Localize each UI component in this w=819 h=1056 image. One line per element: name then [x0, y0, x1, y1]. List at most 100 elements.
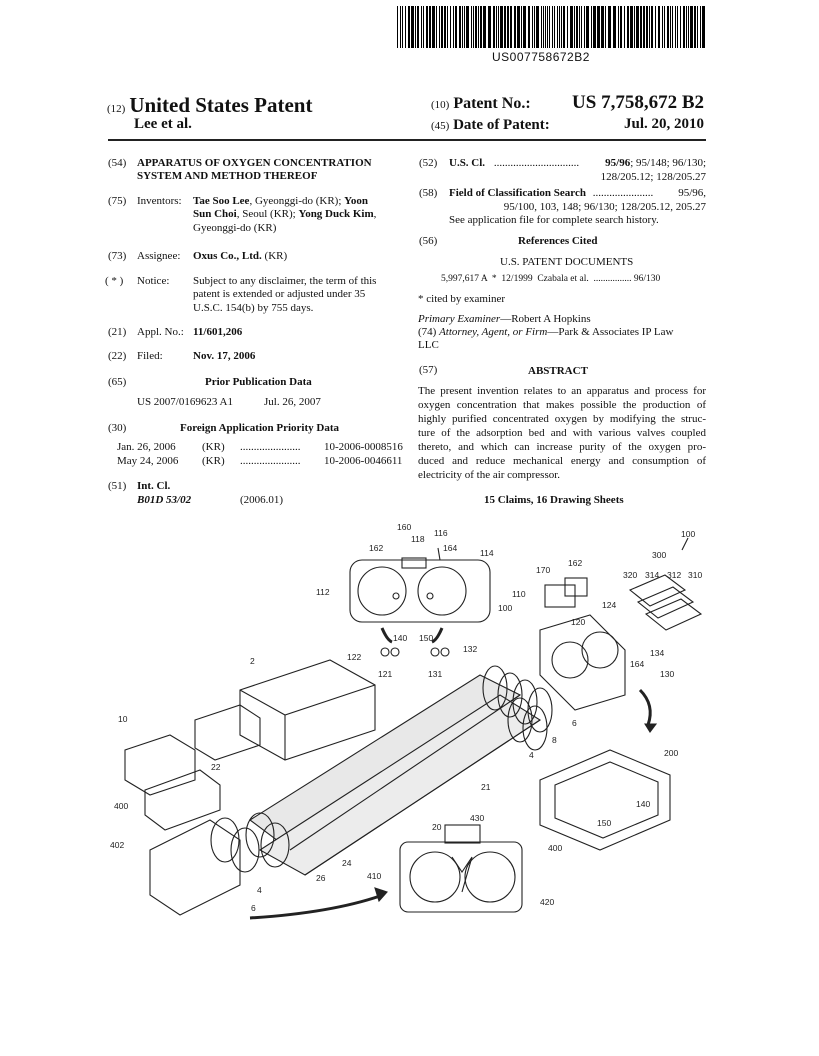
refs-heading: References Cited	[518, 235, 598, 247]
inventors-line: Gyeonggi-do (KR)	[193, 221, 277, 234]
ref-label-8: 8	[552, 735, 557, 745]
abstract-line: electricity of the air compressor.	[418, 469, 561, 481]
prior-heading: Prior Publication Data	[205, 376, 312, 388]
ref-label-4: 4	[529, 750, 534, 760]
ref-label-134: 134	[650, 648, 665, 658]
prior-date: Jul. 26, 2007	[264, 396, 321, 408]
ref-label-100: 100	[681, 529, 696, 539]
ref-label-6: 6	[251, 903, 256, 913]
ref-label-150: 150	[419, 633, 434, 643]
title-line: SYSTEM AND METHOD THEREOF	[137, 170, 318, 183]
title-line: APPARATUS OF OXYGEN CONCENTRATION	[137, 157, 372, 169]
inventors-line: Tae Soo Lee, Gyeonggi-do (KR); Yoon	[193, 195, 368, 207]
date-line: (45) Date of Patent:	[431, 117, 550, 133]
agent: (74) Attorney, Agent, or Firm—Park & Ass…	[418, 326, 674, 352]
foreign-row: May 24, 2006(KR)......................10…	[117, 455, 403, 467]
filed-code: (22)	[108, 350, 127, 362]
ref-label-122: 122	[347, 652, 362, 662]
ref-label-314: 314	[645, 570, 660, 580]
assignee-code: (73)	[108, 250, 127, 262]
top-tab	[401, 557, 427, 569]
housing-port-right	[417, 566, 467, 616]
ref-label-116: 116	[434, 528, 448, 538]
abstract-line: oxygen concentration that makes possible…	[418, 399, 706, 411]
ref-label-400: 400	[114, 801, 129, 811]
abstract-heading: ABSTRACT	[528, 365, 588, 377]
intcl-year: (2006.01)	[240, 494, 284, 506]
ref-label-410: 410	[367, 871, 382, 881]
notice-line: Subject to any disclaimer, the term of t…	[193, 275, 377, 287]
refs-code: (56)	[419, 235, 438, 247]
ref-label-114: 114	[480, 548, 494, 558]
inventor-short: Lee et al.	[134, 116, 192, 132]
end-cap-detail	[399, 841, 523, 913]
ref-label-100: 100	[498, 603, 513, 613]
filed-label: Filed:	[137, 350, 163, 362]
uscl-line2: 128/205.12; 128/205.27	[600, 171, 706, 183]
ref-label-10: 10	[118, 714, 128, 724]
abstract-code: (57)	[419, 364, 438, 376]
abstract-line: thereto, and which can increase purity o…	[418, 441, 706, 453]
field-line1: Field of Classification Search .........…	[449, 187, 706, 199]
ref-label-400: 400	[548, 843, 563, 853]
cited-note: * cited by examiner	[418, 293, 506, 305]
ref-label-110: 110	[512, 589, 526, 599]
ref-label-20: 20	[432, 822, 442, 832]
ref-label-402: 402	[110, 840, 125, 850]
ref-label-124: 124	[602, 600, 617, 610]
assignee-label: Assignee:	[137, 250, 181, 262]
foreign-heading: Foreign Application Priority Data	[180, 422, 339, 434]
filed-date: Nov. 17, 2006	[193, 350, 256, 362]
ref-label-310: 310	[688, 570, 703, 580]
foreign-code: (30)	[108, 422, 127, 434]
appl-label: Appl. No.:	[137, 326, 184, 338]
top-housing	[349, 559, 491, 623]
ref-label-121: 121	[378, 669, 393, 679]
ref-label-6: 6	[572, 718, 577, 728]
examiner: Primary Examiner—Robert A Hopkins	[418, 313, 591, 325]
patent-number-line: (10) Patent No.:	[431, 95, 531, 112]
inventors-label: Inventors:	[137, 195, 182, 207]
appl-code: (21)	[108, 326, 127, 338]
abstract-line: highly purified concentrated oxygen by m…	[418, 413, 706, 425]
header-rule	[108, 139, 706, 141]
appl-number: 11/601,206	[193, 326, 243, 338]
controller-box	[239, 659, 376, 761]
ref-label-130: 130	[660, 669, 675, 679]
ref-label-300: 300	[652, 550, 667, 560]
patent-type-line: (12) United States Patent	[107, 93, 312, 118]
notice-code: ( * )	[105, 275, 124, 287]
ref-label-112: 112	[316, 587, 330, 597]
patent-date: Jul. 20, 2010	[623, 116, 704, 132]
valve-block	[124, 734, 196, 796]
ref-label-170: 170	[536, 565, 551, 575]
abstract-body: The present invention relates to an appa…	[418, 384, 706, 482]
ref-label-200: 200	[664, 748, 679, 758]
right-end-cap	[539, 614, 626, 711]
ref-label-312: 312	[667, 570, 682, 580]
assignee: Oxus Co., Ltd. (KR)	[193, 250, 288, 262]
ref-label-21: 21	[481, 782, 491, 792]
ref-label-150: 150	[597, 818, 612, 828]
invention-title: APPARATUS OF OXYGEN CONCENTRATION SYSTEM…	[137, 157, 372, 184]
intcl-label: Int. Cl.	[137, 480, 171, 492]
publication-number: US007758672B2	[492, 50, 590, 64]
housing-port-left	[357, 566, 407, 616]
ref-label-131: 131	[428, 669, 443, 679]
ref-label-430: 430	[470, 813, 485, 823]
prior-code: (65)	[108, 376, 127, 388]
field-code: (58)	[419, 187, 438, 199]
field-line3: See application file for complete search…	[449, 214, 659, 226]
ref-label-164: 164	[630, 659, 645, 669]
ref-label-4: 4	[257, 885, 262, 895]
ref-label-162: 162	[369, 543, 384, 553]
country-code: (12)	[107, 103, 126, 115]
notice-label: Notice:	[137, 275, 170, 287]
abstract-line: The present invention relates to an appa…	[418, 385, 706, 397]
abstract-line: duced and reduce mechanical energy and c…	[418, 455, 706, 467]
adsorption-tube	[249, 674, 522, 851]
claims-line: 15 Claims, 16 Drawing Sheets	[484, 494, 624, 506]
title-code: (54)	[108, 157, 127, 169]
ref-label-2: 2	[250, 656, 255, 666]
prior-publication: US 2007/0169623 A1	[137, 396, 233, 408]
